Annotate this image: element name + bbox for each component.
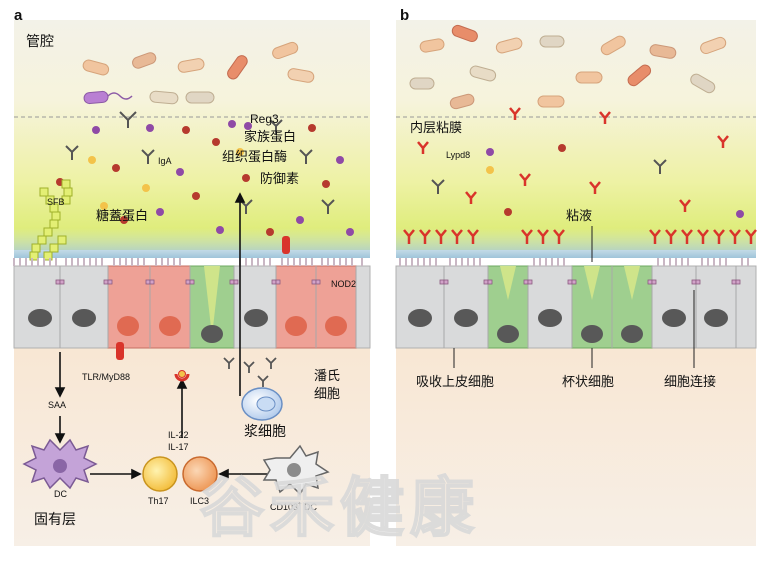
lumen-bacteria-a: [82, 41, 315, 105]
lypd8-molecules: [417, 107, 729, 212]
glycan-band-b: [403, 229, 757, 244]
plasma-cell: [223, 357, 283, 421]
defensin-label: 防御素: [260, 171, 299, 187]
lypd8-label: Lypd8: [446, 150, 470, 160]
sfb-filament: [29, 179, 73, 261]
saa-label: SAA: [48, 400, 66, 410]
ilc3-cell: [182, 456, 218, 492]
mucus-label: 粘液: [566, 209, 592, 224]
dendritic-cell: [22, 438, 98, 490]
glycocalyx-label: 糖蓋蛋白: [96, 208, 148, 224]
panel-b-letter: b: [400, 7, 409, 24]
ilc3-label: ILC3: [190, 496, 209, 506]
antimicrobial-dots-a: [56, 120, 354, 236]
cd103-dendritic-cell: [262, 444, 330, 496]
paneth-label-2: 细胞: [314, 387, 340, 402]
cd103-dc-label: CD103+ DC: [270, 502, 318, 512]
th17-label: Th17: [148, 496, 169, 506]
goblet-cell-label: 杯状细胞: [562, 375, 614, 390]
epithelium-a: [13, 236, 371, 360]
epithelium-b: [395, 258, 757, 349]
leader-lines-b: [453, 226, 695, 368]
absorptive-cell-label: 吸收上皮细胞: [416, 375, 494, 390]
iga-antibodies-b: [431, 159, 667, 194]
panel-a-background: [14, 20, 370, 546]
tlr-label: TLR/MyD88: [82, 372, 130, 382]
sfb-label: SFB: [47, 197, 65, 207]
reg3-label: Reg3: [250, 112, 279, 126]
lumen-bacteria-b: [409, 24, 727, 110]
iga-label: IgA: [158, 156, 172, 166]
plasma-cell-label: 浆细胞: [244, 424, 286, 440]
dc-label: DC: [54, 489, 67, 499]
panel-a-letter: a: [14, 7, 23, 24]
paneth-label-1: 潘氏: [314, 369, 340, 384]
nod2-label: NOD2: [331, 279, 356, 289]
il22-label: IL-22: [168, 430, 189, 440]
pathway-arrows-a: [54, 192, 268, 480]
histone-label: 组织蛋白酶: [222, 149, 287, 165]
dots-b: [486, 144, 744, 218]
inner-mucus-label: 内层粘膜: [410, 120, 462, 136]
cell-junction-label: 细胞连接: [664, 374, 716, 390]
lumen-label: 管腔: [26, 34, 54, 50]
iga-antibodies-a: [65, 111, 335, 214]
reg3-family-label: 家族蛋白: [244, 129, 296, 145]
watermark-text: 谷禾健康: [200, 472, 480, 546]
il22-receptor-icon: [174, 373, 190, 382]
il17-label: IL-17: [168, 442, 189, 452]
lamina-propria-label: 固有层: [34, 512, 76, 528]
th17-cell: [142, 456, 178, 492]
